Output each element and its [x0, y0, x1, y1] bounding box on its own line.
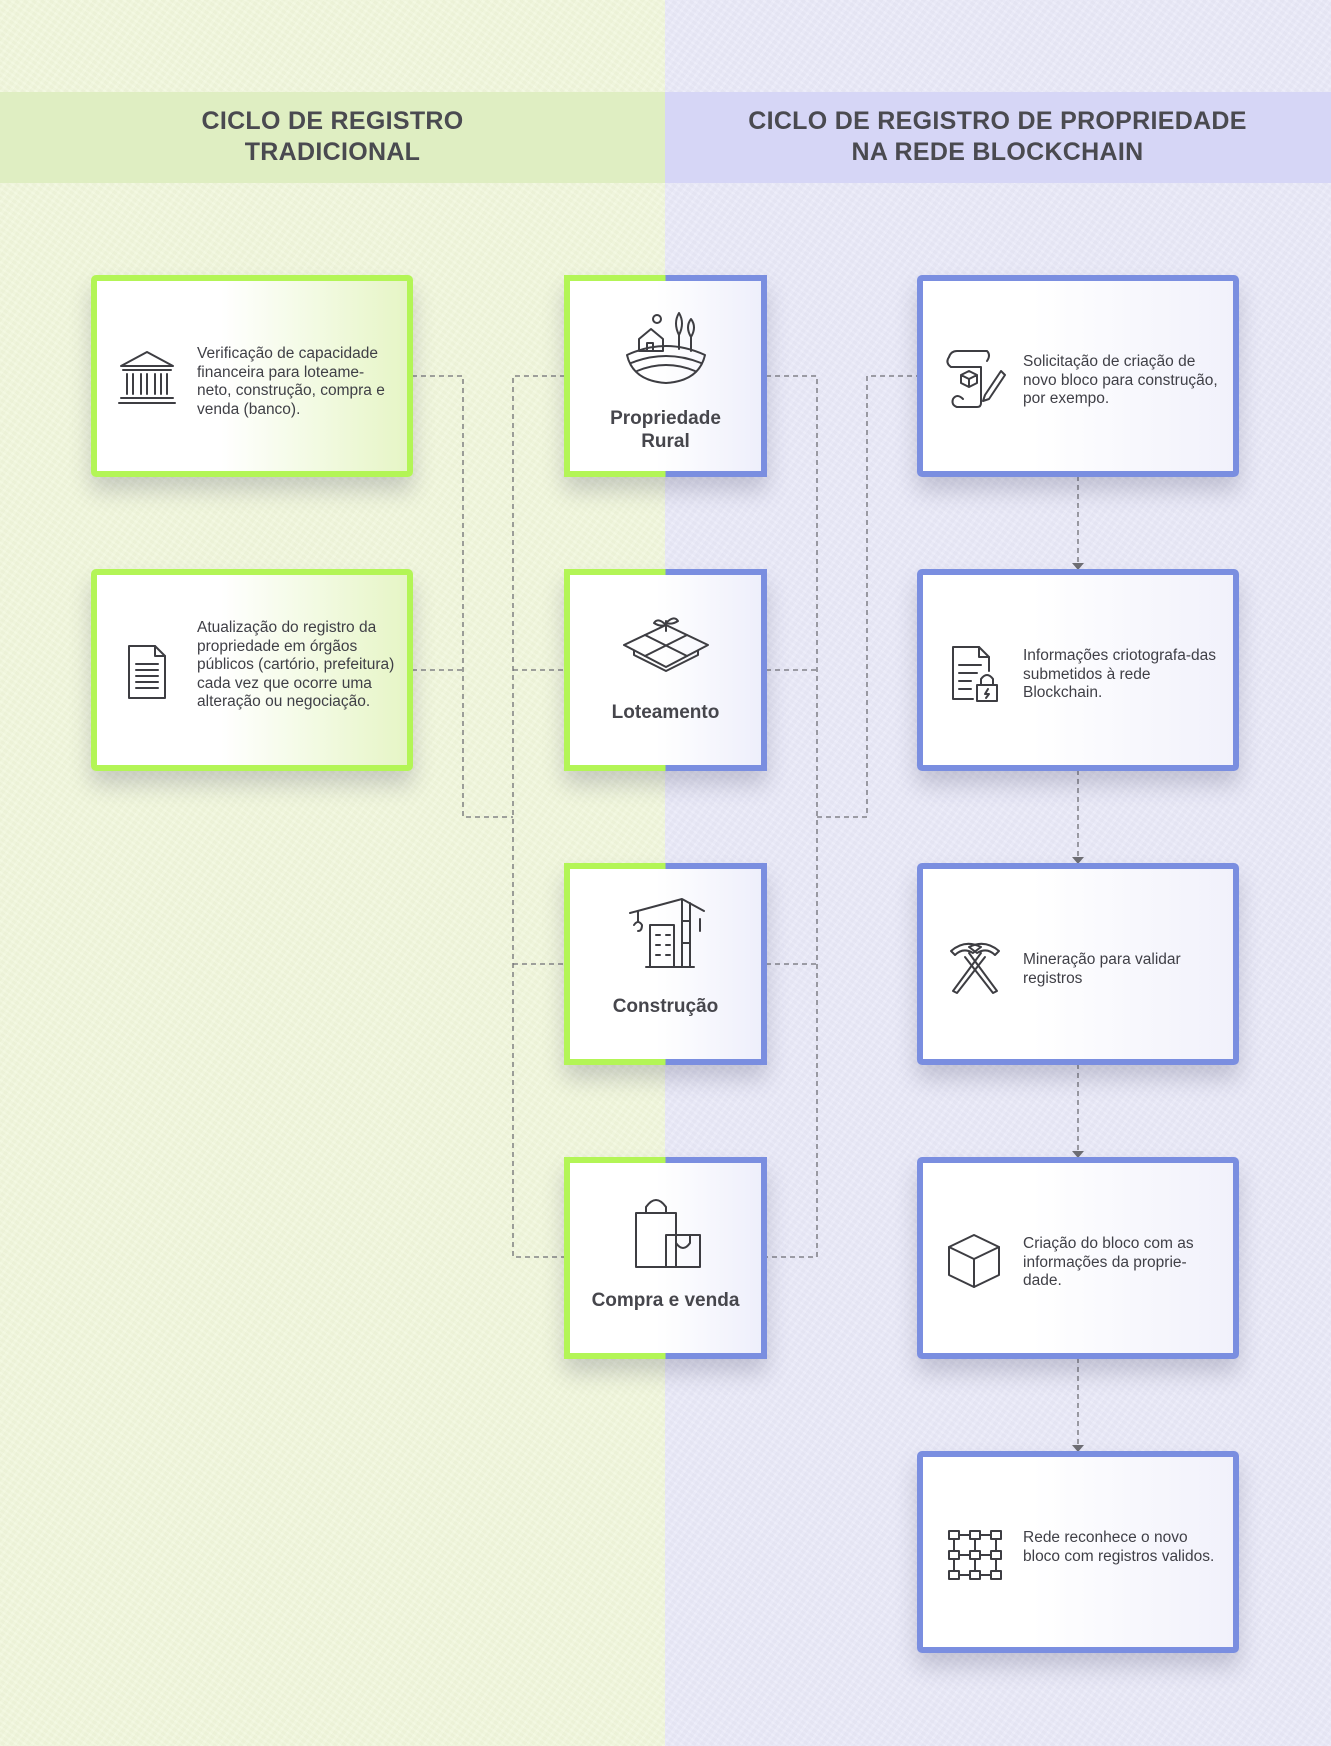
blockchain-step-card: Informações criotografa-das submetidos à… — [917, 569, 1239, 771]
connector-center-left-bus — [512, 375, 565, 1258]
flow-arrowheads — [1072, 563, 1084, 1452]
step-text: Rede reconhece o novo bloco com registro… — [1023, 1529, 1215, 1565]
block-cube-icon — [948, 1234, 1000, 1288]
traditional-step-card: Atualização do registro da propriedade e… — [91, 569, 413, 771]
stage-card-buy-sell: Compra e venda — [564, 1157, 767, 1359]
blockchain-step-card: Criação do bloco com as informações da p… — [917, 1157, 1239, 1359]
construction-crane-icon — [628, 898, 705, 968]
bank-icon — [118, 351, 176, 404]
stage-label: Construção — [612, 996, 719, 1017]
blockchain-header-band — [665, 92, 1331, 183]
step-text: Solicitação de criação de novo bloco par… — [1023, 353, 1218, 407]
rural-property-icon — [625, 312, 706, 384]
connector-center-right-taps — [766, 669, 817, 965]
blockchain-step-card: Solicitação de criação de novo bloco par… — [917, 275, 1239, 477]
connector-blockchain-start — [817, 375, 918, 818]
step-text: Mineração para validar registros — [1023, 951, 1181, 987]
step-text: Verificação de capacidade financeira par… — [197, 345, 385, 418]
step-text: Criação do bloco com as informações da p… — [1023, 1235, 1194, 1289]
connector-center-left-taps — [513, 669, 565, 965]
blockchain-step-card: Mineração para validar registros — [917, 863, 1239, 1065]
land-plot-icon — [622, 617, 709, 672]
mining-pickaxes-icon — [950, 942, 1000, 994]
document-icon — [128, 645, 166, 699]
network-grid-icon — [948, 1530, 1002, 1580]
connector-bank-junction — [412, 375, 513, 818]
connector-center-right-bus — [766, 375, 818, 1258]
stage-label: Compra e venda — [591, 1290, 740, 1311]
blockchain-header-title: CICLO DE REGISTRO DE PROPRIEDADE NA REDE… — [748, 107, 1247, 166]
stage-card-construction: Construção — [564, 863, 767, 1065]
stage-card-rural: Propriedade Rural — [564, 275, 767, 477]
step-text: Informações criotografa-das submetidos à… — [1023, 647, 1216, 701]
traditional-step-card: Verificação de capacidade financeira par… — [91, 275, 413, 477]
shopping-bags-icon — [634, 1199, 701, 1268]
traditional-header-band — [0, 92, 665, 183]
stage-label: Loteamento — [611, 702, 720, 723]
encrypted-document-icon — [952, 646, 998, 702]
blockchain-step-card: Rede reconhece o novo bloco com registro… — [917, 1451, 1239, 1653]
step-text: Atualização do registro da propriedade e… — [197, 619, 395, 710]
stage-label: Propriedade Rural — [610, 408, 721, 452]
stage-card-subdivision: Loteamento — [564, 569, 767, 771]
contract-scroll-icon — [946, 350, 1006, 408]
traditional-header-title: CICLO DE REGISTRO TRADICIONAL — [201, 107, 464, 166]
